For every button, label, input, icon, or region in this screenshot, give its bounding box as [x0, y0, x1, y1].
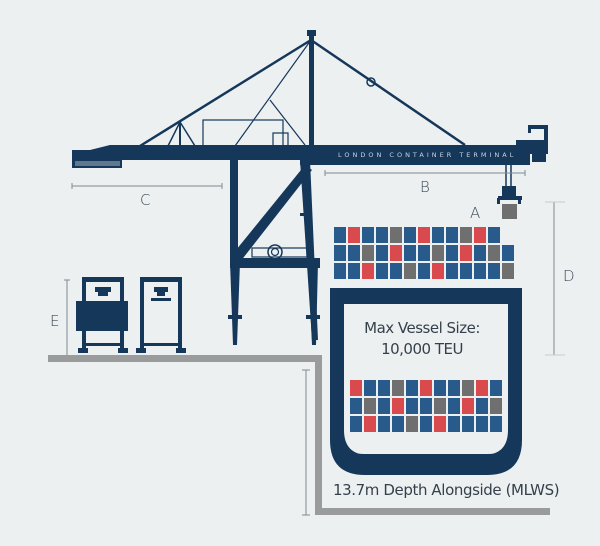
container-box [364, 398, 376, 414]
container-box [334, 227, 346, 243]
ship-hull [330, 288, 522, 475]
container-box [434, 398, 446, 414]
suspended-container [502, 204, 517, 219]
container-box [462, 380, 474, 396]
vessel-size-label: Max Vessel Size: 10,000 TEU [352, 318, 492, 360]
dimension-label-e: E [50, 312, 60, 330]
container-box [404, 227, 416, 243]
container-box [460, 263, 472, 279]
container-box [474, 263, 486, 279]
container-box [488, 245, 500, 261]
container-box [488, 227, 500, 243]
vessel-size-line1: Max Vessel Size: [364, 319, 480, 337]
container-box [490, 380, 502, 396]
container-box [376, 263, 388, 279]
container-box [490, 416, 502, 432]
container-box [378, 398, 390, 414]
container-box [348, 263, 360, 279]
container-box [406, 416, 418, 432]
container-box [334, 263, 346, 279]
container-box [460, 227, 472, 243]
container-box [488, 263, 500, 279]
container-box [446, 227, 458, 243]
rtg-crane-empty [136, 277, 186, 353]
container-box [404, 263, 416, 279]
container-box [390, 227, 402, 243]
container-box [376, 245, 388, 261]
container-box [364, 380, 376, 396]
container-box [362, 245, 374, 261]
container-box [476, 398, 488, 414]
container-box [406, 398, 418, 414]
container-box [418, 227, 430, 243]
depth-dimension-line [302, 369, 310, 516]
crane-terminal-name: LONDON CONTAINER TERMINAL [338, 151, 517, 159]
container-box [420, 398, 432, 414]
container-box [474, 245, 486, 261]
depth-label: 13.7m Depth Alongside (MLWS) [333, 481, 560, 499]
container-box [392, 416, 404, 432]
container-box [350, 380, 362, 396]
container-box [490, 398, 502, 414]
container-box [432, 227, 444, 243]
container-box [460, 245, 472, 261]
container-box [502, 263, 514, 279]
container-box [446, 263, 458, 279]
dimension-line-d [545, 201, 565, 356]
container-box [502, 227, 514, 243]
ship-to-shore-crane [72, 30, 548, 345]
container-box [420, 380, 432, 396]
container-box [448, 380, 460, 396]
container-box [448, 398, 460, 414]
container-box [362, 227, 374, 243]
container-box [376, 227, 388, 243]
container-box [462, 416, 474, 432]
container-box [432, 263, 444, 279]
container-box [476, 416, 488, 432]
container-box [418, 263, 430, 279]
container-box [474, 227, 486, 243]
vessel-size-line2: 10,000 TEU [381, 340, 463, 358]
container-box [420, 416, 432, 432]
quay-profile [48, 355, 550, 515]
container-box [418, 245, 430, 261]
dimension-line-b [324, 170, 526, 176]
hold-container-stack [350, 380, 502, 432]
rtg-crane-loaded [76, 277, 128, 353]
container-box [378, 416, 390, 432]
container-box [476, 380, 488, 396]
container-box [350, 416, 362, 432]
dimension-line-e [64, 279, 70, 355]
container-box [390, 245, 402, 261]
deck-container-stack [334, 227, 514, 279]
container-box [350, 398, 362, 414]
container-box [502, 245, 514, 261]
container-box [462, 398, 474, 414]
container-box [404, 245, 416, 261]
container-box [390, 263, 402, 279]
container-box [334, 245, 346, 261]
container-box [364, 416, 376, 432]
dimension-line-c [71, 183, 223, 189]
dimension-label-d: D [563, 267, 575, 285]
container-box [446, 245, 458, 261]
container-box [448, 416, 460, 432]
container-box [434, 380, 446, 396]
container-box [348, 245, 360, 261]
dimension-label-c: C [140, 191, 151, 209]
container-box [392, 398, 404, 414]
container-box [362, 263, 374, 279]
container-box [378, 380, 390, 396]
container-box [392, 380, 404, 396]
dimension-label-b: B [420, 178, 430, 196]
container-box [406, 380, 418, 396]
container-box [348, 227, 360, 243]
container-box [432, 245, 444, 261]
container-box [434, 416, 446, 432]
dimension-label-a: A [470, 204, 481, 222]
